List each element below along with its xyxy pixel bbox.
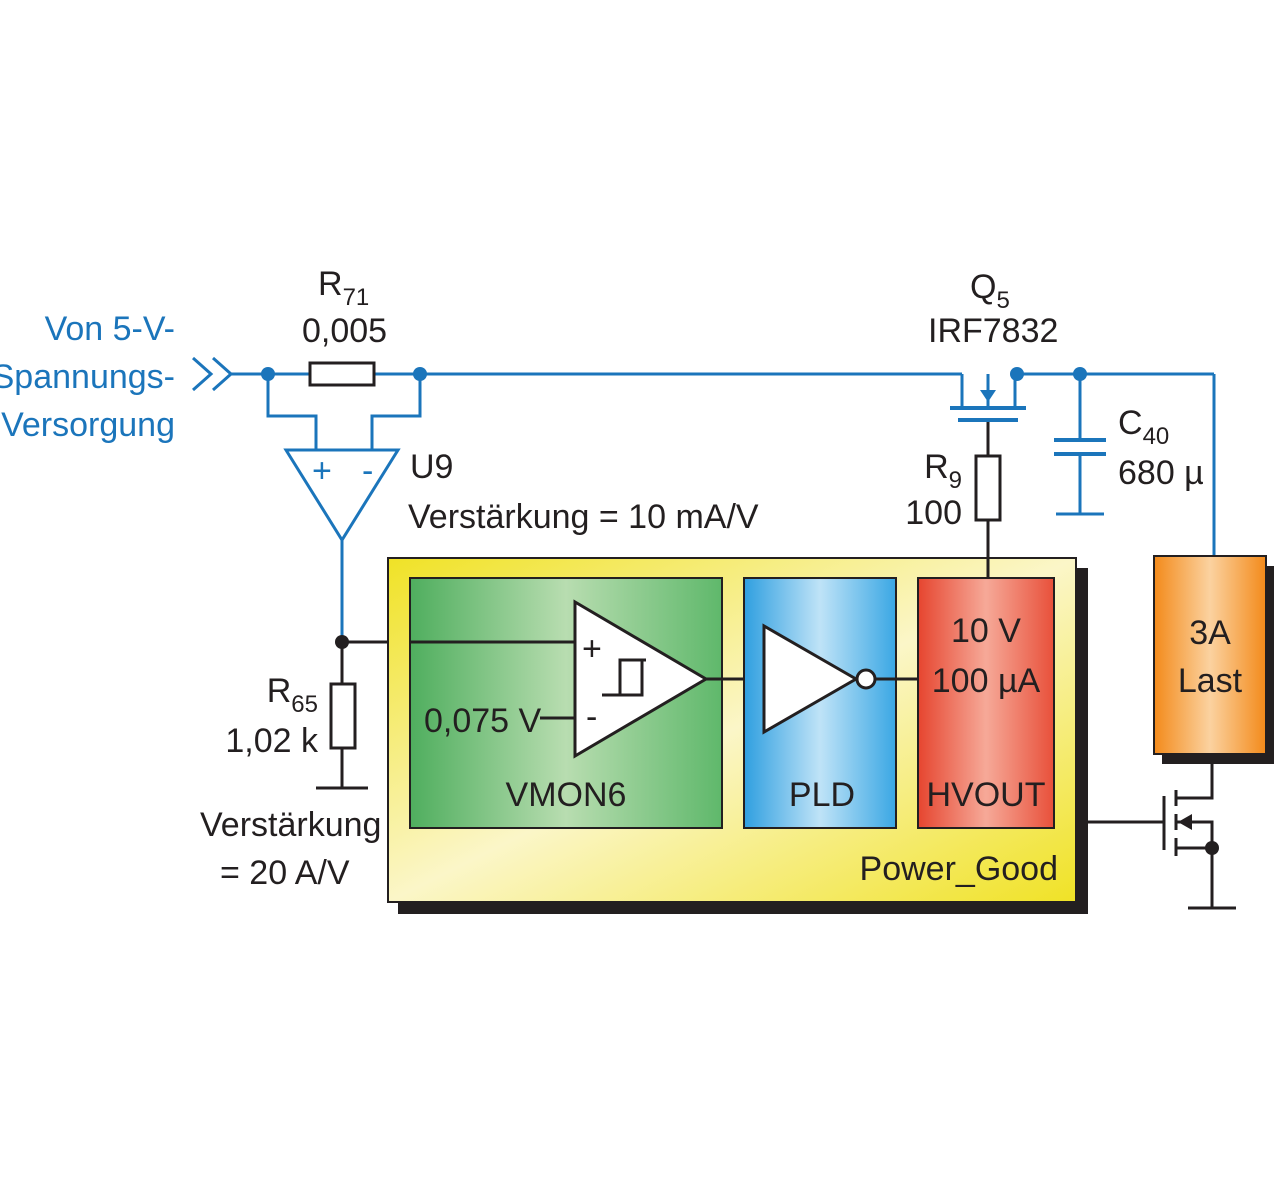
r65-gain-line2: = 20 A/V <box>220 854 350 892</box>
pld-block: PLD <box>706 577 918 829</box>
supply-rail <box>231 367 1216 556</box>
pld-label: PLD <box>789 776 855 814</box>
resistor-r71: R71 0,005 <box>302 265 387 387</box>
u9-label: U9 <box>410 448 453 486</box>
r65-gain-line1: Verstärkung <box>200 806 381 844</box>
input-label-line3: Versorgung <box>1 406 175 444</box>
r71-label: R71 <box>318 265 369 311</box>
vmon-reference: 0,075 V <box>424 702 542 740</box>
c40-value: 680 µ <box>1118 454 1204 492</box>
vmon-plus: + <box>582 630 602 668</box>
hvout-voltage: 10 V <box>951 612 1021 650</box>
capacitor-c40: C40 680 µ <box>1054 374 1204 516</box>
input-label: Von 5-V- Spannungs- Versorgung <box>0 310 175 444</box>
r71-value: 0,005 <box>302 312 387 350</box>
u9-minus: - <box>362 452 373 490</box>
vmon-minus: - <box>586 698 597 736</box>
hvout-block: 10 V 100 µA HVOUT <box>917 577 1055 829</box>
r65-value: 1,02 k <box>225 722 319 760</box>
vmon-label: VMON6 <box>506 776 627 814</box>
resistor-r9: R9 100 <box>905 420 1002 578</box>
amplifier-u9: + - U9 Verstärkung = 10 mA/V <box>266 374 759 642</box>
r65-label: R65 <box>267 672 318 718</box>
hvout-label: HVOUT <box>927 776 1046 814</box>
inverter-bubble-icon <box>855 668 877 690</box>
load-switch-mosfet <box>1088 764 1236 910</box>
q5-label: Q5 <box>970 268 1010 314</box>
input-label-line2: Spannungs- <box>0 358 175 396</box>
load-block: 3A Last <box>1153 555 1274 764</box>
hysteresis-icon <box>602 658 646 697</box>
load-current: 3A <box>1189 614 1231 652</box>
q5-part: IRF7832 <box>928 312 1058 350</box>
power-good-label: Power_Good <box>860 850 1058 888</box>
mosfet-q5: Q5 IRF7832 <box>928 268 1058 422</box>
r9-label: R9 <box>924 448 962 494</box>
load-label: Last <box>1178 662 1243 700</box>
hvout-current: 100 µA <box>932 662 1041 700</box>
input-connector-icon <box>192 356 234 392</box>
vmon6-block: + - 0,075 V VMON6 <box>409 577 723 829</box>
input-label-line1: Von 5-V- <box>45 310 175 348</box>
resistor-r65: R65 1,02 k Verstärkung = 20 A/V <box>200 672 381 892</box>
u9-plus: + <box>312 452 332 490</box>
c40-label: C40 <box>1118 404 1169 450</box>
r9-value: 100 <box>905 494 962 532</box>
u9-gain: Verstärkung = 10 mA/V <box>408 498 759 536</box>
